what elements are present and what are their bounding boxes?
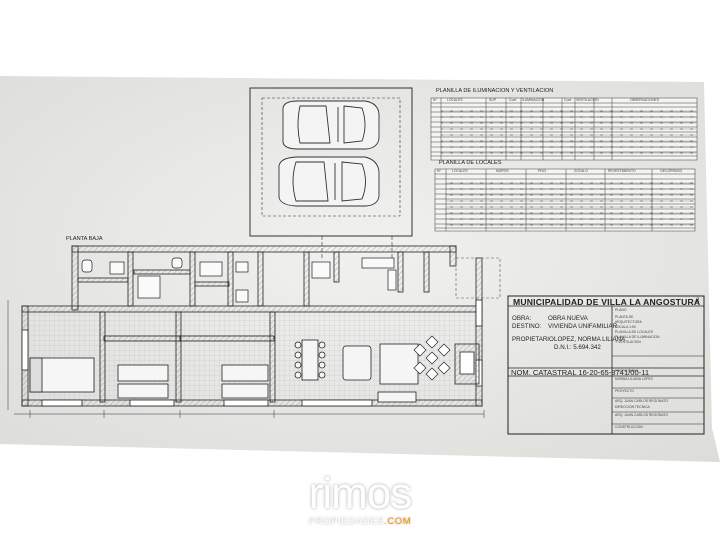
locales-table-drawing: [434, 168, 696, 232]
plano-line-4: PLANILLA DE LOCALES: [615, 330, 653, 334]
plano-line-5: PLANILLA DE ILUMINACION: [615, 335, 660, 339]
locales-table-title: PLANILLA DE LOCALES: [439, 160, 502, 166]
plano-label: PLANO: [615, 308, 627, 312]
propietario-value: LOPEZ, NORMA LILIANA: [554, 336, 626, 343]
brand-tagline: PROPIEDADES.COM: [300, 516, 420, 527]
dni-value: D.N.I.: 5.694.342: [554, 344, 601, 351]
lighting-header-coef1: Coef.: [509, 98, 518, 102]
obra-value: OBRA NUEVA: [548, 315, 588, 322]
lighting-header-iluminacion: ILUMINACION: [522, 98, 545, 102]
lighting-table-title: PLANILLA DE ILUMINACION Y VENTILACION: [436, 88, 554, 94]
architect-2: ARQ. JUAN CARLOS REGONATO: [615, 413, 669, 417]
owner-small: NORMA LILIANA LOPEZ: [615, 377, 653, 381]
planta-baja-label: PLANTA BAJA: [66, 236, 103, 242]
lighting-header-locales: LOCALES: [447, 98, 463, 102]
locales-header-zocalo: ZOCALO: [574, 169, 588, 173]
propietario-label: PROPIETARIO:: [512, 336, 556, 343]
brand-com: .COM: [384, 516, 412, 527]
garage-drawing: [249, 87, 413, 258]
propietario-box-label: PROPIETARIO: [615, 369, 638, 373]
municipality-title: MUNICIPALIDAD DE VILLA LA ANGOSTURA: [513, 297, 701, 307]
title-block-drawing: [507, 295, 705, 435]
lighting-table-drawing: [430, 97, 698, 161]
floor-plan-drawing: [7, 245, 501, 418]
locales-header-number: Nº: [437, 169, 441, 173]
direccion-tecnica-label: DIRECCION TECNICA: [615, 405, 650, 409]
lighting-header-sup: SUP.: [489, 98, 497, 102]
locales-header-locales: LOCALES: [452, 169, 468, 173]
locales-header-piso: PISO: [538, 169, 547, 173]
plano-line-2: ARQUITECTURA: [615, 320, 642, 324]
plano-line-3: ESCALA 1:50: [615, 325, 636, 329]
brand-sub: PROPIEDADES: [308, 516, 385, 527]
rimos-logo: rimos PROPIEDADES.COM: [300, 469, 420, 528]
obra-label: OBRA:: [512, 315, 532, 322]
plano-line-1: PLANTA DE: [615, 315, 634, 319]
lighting-header-coef2: Coef.: [564, 98, 573, 102]
locales-header-revestimiento: REVESTIMIENTO: [608, 169, 636, 173]
lighting-header-number: Nº: [433, 98, 437, 102]
catastral-number: NOM. CATASTRAL 16-20-65-8741/00-11: [511, 368, 650, 377]
locales-header-cielorraso: CIELORRASO: [660, 169, 683, 173]
destino-value: VIVIENDA UNIFAMILIAR: [548, 323, 618, 330]
architect-1: ARQ. JUAN CARLOS REGONATO: [615, 399, 669, 403]
lighting-header-ventilacion: VENTILACION: [576, 98, 599, 102]
proyecto-label: PROYECTO: [615, 389, 634, 393]
construccion-label: CONSTRUCCION: [615, 425, 643, 429]
destino-label: DESTINO:: [512, 323, 542, 330]
plano-line-6: Y VENTILACION: [615, 340, 641, 344]
lighting-header-observaciones: OBSERVACIONES: [630, 98, 660, 102]
sheet-number: 2: [696, 297, 700, 304]
locales-header-muros: MUROS: [496, 169, 509, 173]
brand-name: rimos: [308, 469, 413, 518]
